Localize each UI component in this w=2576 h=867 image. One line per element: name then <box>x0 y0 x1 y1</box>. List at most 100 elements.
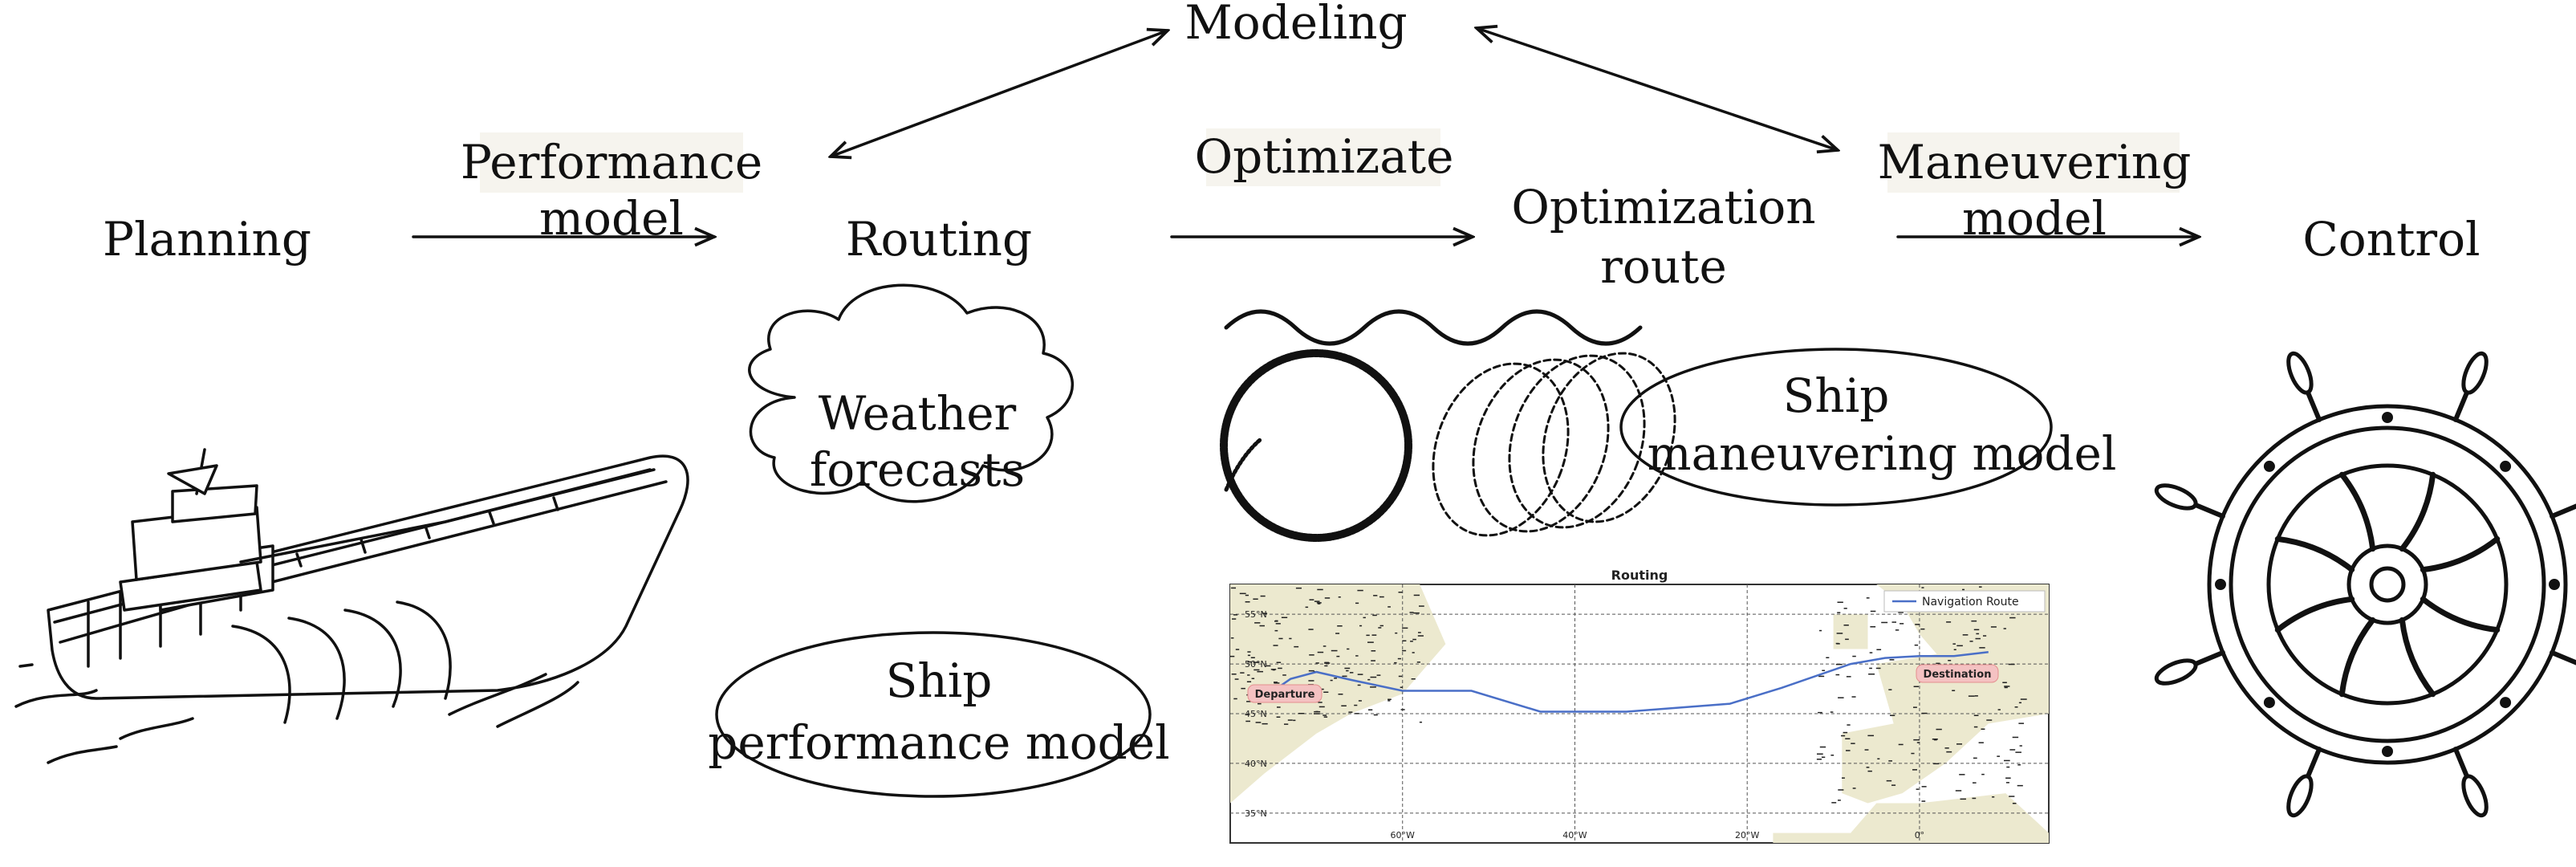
edge-maneuvering-model-line1: Maneuvering <box>1878 135 2192 189</box>
coast-dot <box>1230 587 1237 589</box>
coast-dot <box>1293 719 1296 722</box>
wheel-spoke <box>2399 471 2436 552</box>
coast-dot <box>1231 674 1237 675</box>
coast-dot <box>1373 714 1378 716</box>
edge-performance-model-line2: model <box>539 191 684 246</box>
coast-dot <box>1233 614 1238 616</box>
coast-dot <box>1253 669 1260 671</box>
coast-dot <box>1273 645 1278 646</box>
coast-dot <box>1314 600 1320 602</box>
coast-dot <box>1230 655 1235 657</box>
coast-dot <box>1898 743 1904 746</box>
coast-dot <box>1309 654 1314 656</box>
coast-dot <box>1891 784 1896 786</box>
coast-dot <box>1973 726 1978 728</box>
coast-dot <box>1355 713 1359 714</box>
wheel-handle-grip <box>2286 774 2314 818</box>
coast-dot <box>1331 649 1338 652</box>
ship-illustration <box>14 448 689 764</box>
coast-dot <box>2005 777 2011 779</box>
coast-dot <box>2012 736 2019 739</box>
coast-dot <box>1932 739 1938 740</box>
coast-dot <box>1946 751 1952 753</box>
coast-dot <box>1370 676 1377 678</box>
coast-dot <box>1978 742 1984 743</box>
coast-dot <box>1979 586 1982 588</box>
coast-dot <box>1876 649 1882 650</box>
coast-dot <box>1816 759 1822 760</box>
wheel-spoke <box>2420 596 2501 633</box>
node-modeling: Modeling <box>1184 0 1407 50</box>
node-control: Control <box>2302 212 2480 267</box>
coast-dot <box>1354 704 1358 706</box>
latitude-tick-labels: 55°N50°N45°N40°N35°N <box>1245 609 1267 819</box>
coast-dot <box>1933 739 1937 741</box>
coast-dot <box>1378 627 1382 629</box>
coast-dot <box>2003 628 2006 629</box>
node-routing: Routing <box>846 212 1032 267</box>
coast-dot <box>1323 716 1328 718</box>
coast-dot <box>1357 684 1361 686</box>
coast-dot <box>1287 719 1293 721</box>
coast-dot <box>1276 716 1281 718</box>
coast-dot <box>1394 661 1397 664</box>
coast-dot <box>1245 594 1249 596</box>
coast-dot <box>1315 662 1319 664</box>
coast-dot <box>1869 667 1872 670</box>
wheel-spoke <box>2274 535 2355 573</box>
coast-dot <box>1913 706 1917 708</box>
coast-dot <box>1318 706 1325 708</box>
coast-dot <box>1851 743 1855 744</box>
wheel-spokes <box>2274 471 2501 698</box>
coast-dot <box>1330 679 1333 682</box>
coast-dot <box>1278 667 1282 670</box>
coast-dot <box>1921 786 1927 788</box>
coast-dot <box>1981 773 1985 775</box>
coast-dot <box>1308 680 1314 682</box>
coast-dot <box>1245 720 1250 722</box>
node-optimization-route-line2: route <box>1600 239 1727 294</box>
coast-dot <box>1830 711 1834 713</box>
coast-dot <box>1233 698 1237 700</box>
coast-dot <box>1349 672 1354 674</box>
coast-dot <box>1912 769 1917 771</box>
coast-dot <box>1317 651 1324 653</box>
coast-dot <box>1308 629 1314 630</box>
coast-dot <box>2009 617 2016 619</box>
coast-dot <box>1348 711 1353 713</box>
coast-dot <box>2008 663 2015 666</box>
coast-dot <box>1419 721 1423 723</box>
performance-model-label-bg <box>480 132 743 193</box>
coast-dot <box>1370 686 1376 688</box>
coast-dot <box>1402 640 1407 641</box>
legend-route-label: Navigation Route <box>1922 596 2019 609</box>
coast-dot <box>1262 722 1268 725</box>
coast-dot <box>1866 767 1870 768</box>
coast-dot <box>1838 697 1844 698</box>
wheel-handle-grip <box>2154 483 2198 511</box>
coast-dot <box>1305 606 1309 609</box>
coast-dot <box>1997 755 2001 757</box>
coast-dot <box>1891 621 1897 623</box>
wheel-handles <box>2154 351 2576 818</box>
coast-dot <box>1997 709 2001 710</box>
coast-dot <box>1864 749 1869 751</box>
land-mass <box>1833 584 2049 804</box>
coast-dot <box>1417 635 1424 637</box>
wheel-bolt <box>2549 579 2560 590</box>
coast-dot <box>2015 751 2021 753</box>
coast-dot <box>1259 625 1265 627</box>
coast-dot <box>1973 629 1980 631</box>
ship-performance-model-bubble: Ship performance model <box>708 631 1170 798</box>
coast-dot <box>1870 610 1876 613</box>
coast-dot <box>1890 714 1895 716</box>
coast-dot <box>1921 587 1924 588</box>
lat-tick-label: 55°N <box>1245 609 1267 620</box>
coast-dot <box>1363 617 1366 619</box>
destination-label: Destination <box>1924 669 1992 681</box>
coast-dot <box>1397 657 1401 660</box>
coast-dot <box>1308 670 1314 672</box>
coast-dot <box>1400 709 1405 710</box>
coast-dot <box>1835 674 1840 676</box>
